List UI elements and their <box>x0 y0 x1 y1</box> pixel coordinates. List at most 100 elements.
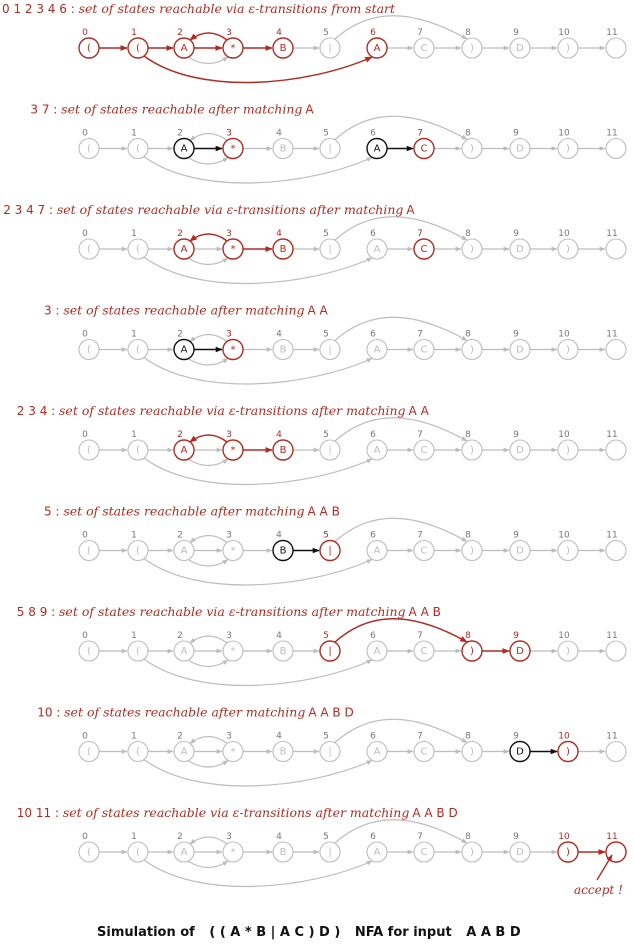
state-9 <box>509 740 531 763</box>
state-symbol: B <box>280 144 287 155</box>
state-3 <box>222 37 244 59</box>
state-symbol: ( <box>87 546 91 557</box>
state-index: 7 <box>417 832 423 842</box>
step-states-label: 10 : <box>37 706 64 720</box>
step-input: A <box>305 103 314 117</box>
step-input: A <box>406 203 415 217</box>
state-symbol: * <box>231 43 236 54</box>
state-symbol: ( <box>87 847 91 858</box>
state-index: 9 <box>513 229 519 239</box>
state-symbol: B <box>280 445 287 456</box>
state-7 <box>413 740 435 763</box>
state-index: 0 <box>82 28 88 38</box>
state-10 <box>557 37 579 59</box>
state-index: 10 <box>558 330 570 340</box>
state-symbol: D <box>516 43 524 54</box>
edge-1-6 <box>143 457 373 485</box>
edge-2-3-below <box>187 56 229 65</box>
state-1 <box>127 740 149 763</box>
state-symbol: | <box>328 144 331 155</box>
edge-2-3-below <box>187 558 229 567</box>
step-description: set of states reachable via ε-transition… <box>63 805 410 820</box>
state-symbol: | <box>328 244 331 255</box>
state-8 <box>461 439 483 461</box>
state-index: 10 <box>558 732 570 742</box>
state-index: 6 <box>370 832 376 842</box>
state-symbol: ( <box>87 244 91 255</box>
state-symbol: ) <box>566 847 570 858</box>
state-index: 7 <box>417 28 423 38</box>
state-index: 4 <box>276 631 282 641</box>
step-states-label: 3 7 : <box>30 103 61 117</box>
state-index: 8 <box>465 531 471 541</box>
state-symbol: ( <box>87 646 91 657</box>
state-9 <box>509 137 531 160</box>
state-3 <box>222 841 244 863</box>
state-index: 7 <box>417 129 423 139</box>
state-0 <box>78 640 100 662</box>
state-symbol: ) <box>566 345 570 356</box>
state-10 <box>557 640 579 662</box>
state-symbol: * <box>231 244 236 255</box>
state-index: 11 <box>606 129 617 139</box>
state-index: 5 <box>323 430 329 440</box>
state-3 <box>222 439 244 461</box>
state-index: 11 <box>606 732 617 742</box>
state-index: 0 <box>82 531 88 541</box>
state-index: 1 <box>131 631 137 641</box>
accept-arrow <box>596 854 613 881</box>
state-symbol: ( <box>136 144 140 155</box>
state-3 <box>222 238 244 260</box>
state-index: 9 <box>513 28 519 38</box>
state-index: 6 <box>370 129 376 139</box>
state-symbol: ) <box>470 847 474 858</box>
state-index: 2 <box>177 129 183 139</box>
state-index: 4 <box>276 330 282 340</box>
state-index: 9 <box>513 732 519 742</box>
state-index: 5 <box>323 129 329 139</box>
step-input: A A B D <box>412 806 457 820</box>
state-symbol: | <box>328 747 331 758</box>
edge-3-2 <box>189 132 228 141</box>
state-8 <box>461 338 483 361</box>
edge-1-6 <box>143 558 373 586</box>
state-2 <box>173 539 195 562</box>
edge-5-8 <box>334 718 468 744</box>
state-index: 3 <box>226 129 232 139</box>
state-index: 10 <box>558 28 570 38</box>
state-0 <box>78 439 100 461</box>
state-7 <box>413 37 435 59</box>
step-header: 3 : set of states reachable after matchi… <box>44 303 329 318</box>
state-11 <box>605 740 627 763</box>
state-index: 2 <box>177 229 183 239</box>
state-index: 0 <box>82 229 88 239</box>
state-symbol: * <box>231 646 236 657</box>
state-symbol: C <box>421 43 428 54</box>
state-1 <box>127 640 149 662</box>
state-5 <box>319 640 341 662</box>
state-1 <box>127 238 149 260</box>
state-9 <box>509 841 531 863</box>
edge-3-2 <box>189 635 228 644</box>
state-index: 1 <box>131 832 137 842</box>
state-7 <box>413 539 435 562</box>
state-index: 6 <box>370 732 376 742</box>
state-symbol: ( <box>87 747 91 758</box>
state-index: 3 <box>226 531 232 541</box>
state-symbol: ( <box>136 847 140 858</box>
step-states-label: 10 11 : <box>17 806 63 820</box>
caption-prefix: Simulation of <box>97 925 195 940</box>
step-input: A A <box>308 304 329 318</box>
state-2 <box>173 37 195 59</box>
state-symbol: ) <box>470 646 474 657</box>
state-6 <box>366 740 388 763</box>
step-input: A A B <box>409 605 441 619</box>
state-index: 7 <box>417 430 423 440</box>
state-6 <box>366 640 388 662</box>
state-7 <box>413 439 435 461</box>
state-index: 10 <box>558 832 570 842</box>
step-header: 3 7 : set of states reachable after matc… <box>30 102 314 117</box>
state-3 <box>222 740 244 763</box>
step-states-label: 2 3 4 : <box>17 404 59 418</box>
state-5 <box>319 539 341 562</box>
